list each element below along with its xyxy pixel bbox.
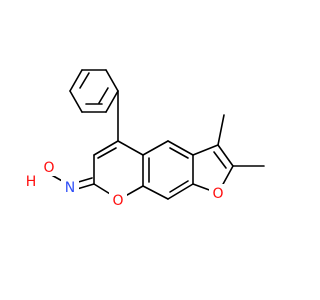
furan-ring <box>192 144 234 192</box>
bond-double-inner <box>169 180 189 193</box>
bond <box>69 90 83 113</box>
methyl-bond <box>217 114 225 146</box>
molecule-canvas: H O N O O <box>22 69 265 209</box>
bond <box>167 183 194 200</box>
bond <box>105 69 119 92</box>
bond-double-inner <box>213 151 227 169</box>
bond <box>142 185 169 200</box>
bond <box>217 144 234 167</box>
oxime-oxygen-label: O <box>43 160 54 176</box>
pyran-ring <box>93 140 144 200</box>
bond <box>93 140 119 156</box>
atom-labels: H O N O O <box>22 158 227 209</box>
bond <box>69 69 83 92</box>
bond <box>105 90 119 113</box>
furan-oxygen-label: O <box>212 186 223 202</box>
bond-double-inner <box>169 147 189 159</box>
bond <box>76 183 95 190</box>
bond <box>117 140 144 156</box>
oxime-nitrogen-label: N <box>65 180 75 196</box>
oxime-hydrogen-label: H <box>26 174 37 190</box>
pyran-oxygen-label: O <box>112 193 123 209</box>
bond <box>142 140 169 156</box>
structure-diagram: H O N O O <box>22 69 265 209</box>
bond-double-inner <box>79 72 90 89</box>
bond-double-inner <box>98 87 109 104</box>
benzene-ring <box>142 140 194 200</box>
bond-double-inner <box>97 147 117 159</box>
bond <box>221 165 234 187</box>
bond <box>192 183 213 192</box>
bond <box>192 144 219 156</box>
bond <box>167 140 194 156</box>
phenyl-ring <box>69 69 119 113</box>
